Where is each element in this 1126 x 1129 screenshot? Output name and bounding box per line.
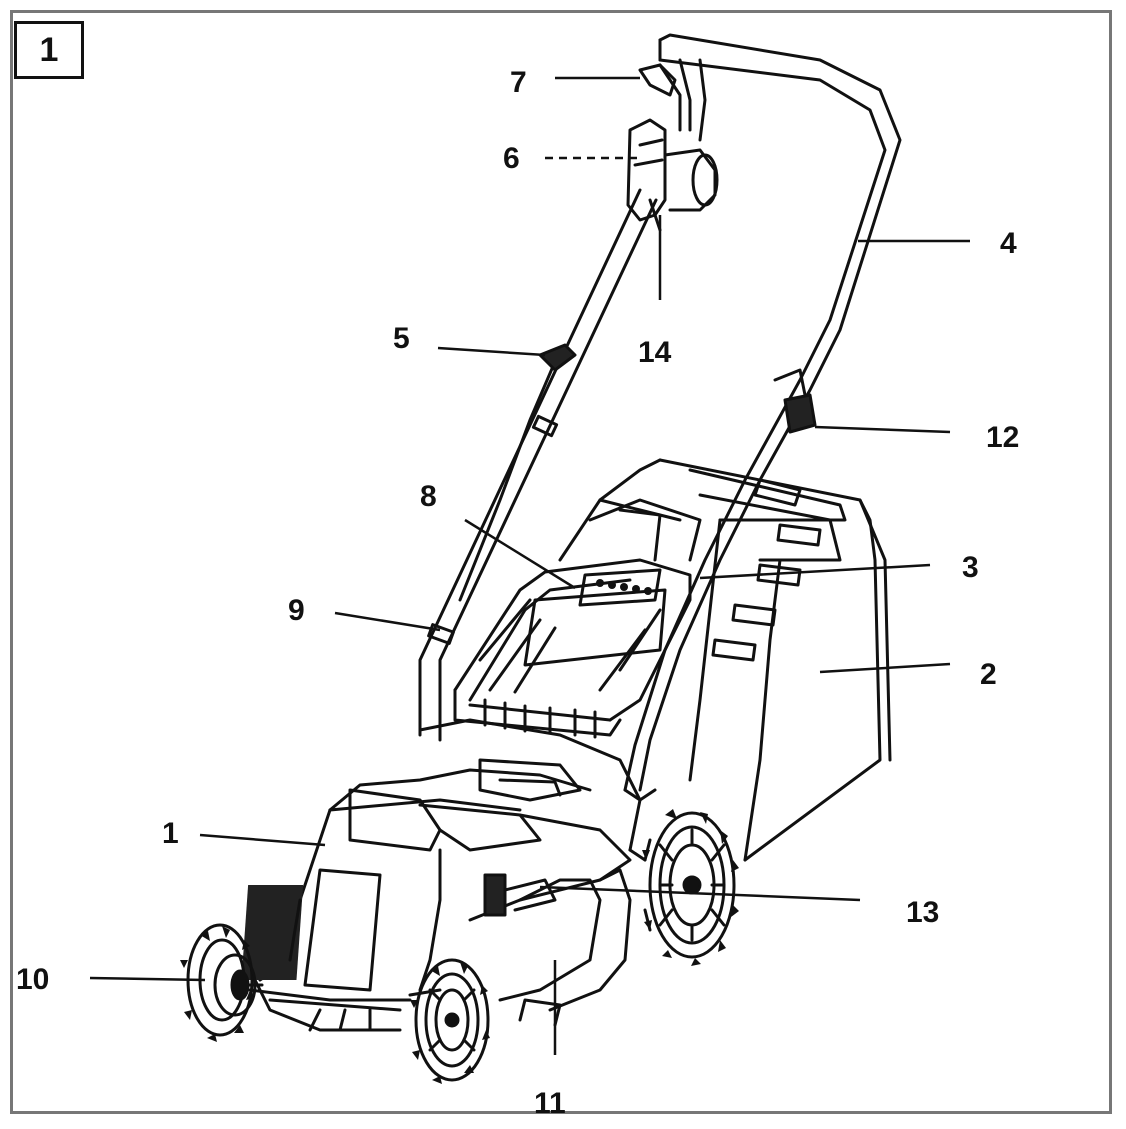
leader-8 <box>464 518 576 590</box>
leader-10 <box>89 976 206 982</box>
callout-8: 8 <box>420 480 437 513</box>
front-wheel <box>414 958 490 1082</box>
callout-14: 14 <box>638 336 672 369</box>
callout-13: 13 <box>906 896 939 929</box>
figure-number: 1 <box>39 30 59 69</box>
callout-5: 5 <box>393 322 410 355</box>
height-adjust-lever <box>483 873 557 917</box>
callout-10: 10 <box>16 963 49 996</box>
callout-7: 7 <box>510 66 527 99</box>
rear-wheel <box>643 811 736 959</box>
figure-frame <box>10 10 1112 1114</box>
callout-2: 2 <box>980 658 997 691</box>
callout-12: 12 <box>986 421 1019 454</box>
leader-3 <box>699 563 931 580</box>
mower-body <box>248 718 647 1032</box>
front-vent <box>241 868 382 992</box>
leader-1 <box>199 833 326 847</box>
callout-6: 6 <box>503 142 520 175</box>
callout-9: 9 <box>288 594 305 627</box>
leader-13 <box>539 885 861 902</box>
figure-number-box: 1 <box>14 21 84 79</box>
grass-bag <box>558 458 892 862</box>
leader-lines <box>89 76 970 1055</box>
leader-5 <box>437 346 546 357</box>
callout-1: 1 <box>162 817 179 850</box>
indicator-lights <box>596 579 652 595</box>
handle-knob <box>773 368 817 434</box>
leader-2 <box>819 662 951 674</box>
leader-9 <box>334 611 441 632</box>
callout-4: 4 <box>1000 227 1017 260</box>
bag-handle <box>453 498 702 739</box>
callout-11: 11 <box>534 1087 566 1120</box>
callout-3: 3 <box>962 551 979 584</box>
right-handle <box>623 33 902 802</box>
leader-12 <box>814 425 951 434</box>
callout-labels: 1 2 3 4 5 6 7 8 9 10 11 12 13 14 <box>16 66 1019 1120</box>
start-lever <box>638 63 682 132</box>
cable-clip <box>538 343 577 372</box>
switch-box <box>626 118 719 232</box>
